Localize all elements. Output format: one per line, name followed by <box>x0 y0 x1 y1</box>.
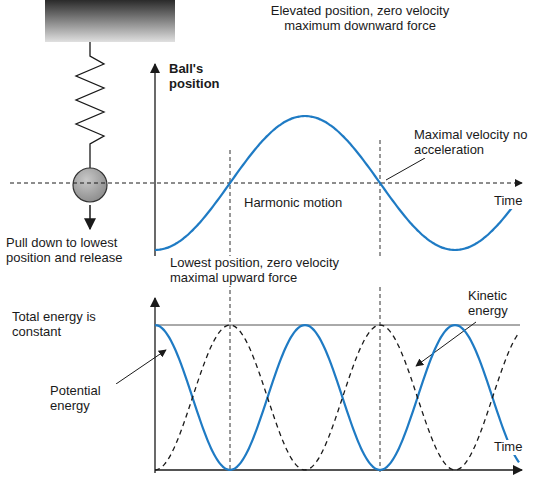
annotation: Maximal velocity no acceleration <box>412 128 530 158</box>
curve-label: Potential energy <box>48 384 120 414</box>
curve-label: Kinetic energy <box>466 289 532 319</box>
time-axis <box>10 183 522 184</box>
ceiling <box>45 0 175 42</box>
potential-energy-curve <box>155 325 519 470</box>
position-axis <box>154 64 155 256</box>
axis-label: Time <box>492 194 532 209</box>
total-energy-line <box>155 325 520 326</box>
annotation: Elevated position, zero velocity maximum… <box>250 4 470 34</box>
leader-line <box>386 158 425 180</box>
spring <box>76 42 104 168</box>
annotation: Lowest position, zero velocity maximal u… <box>168 256 388 286</box>
pull-arrow <box>89 205 91 229</box>
annotation: Harmonic motion <box>242 196 362 211</box>
instruction: Pull down to lowest position and release <box>4 236 132 266</box>
axis-label: Time <box>492 440 532 455</box>
guide-line <box>380 140 381 472</box>
time-axis <box>155 469 522 470</box>
guide-line <box>230 150 231 472</box>
kinetic-energy-curve <box>155 325 519 470</box>
axis-title: Ball's position <box>167 62 231 92</box>
leader-arrow <box>116 350 166 384</box>
annotation: Total energy is constant <box>10 310 110 340</box>
ball <box>73 168 107 202</box>
